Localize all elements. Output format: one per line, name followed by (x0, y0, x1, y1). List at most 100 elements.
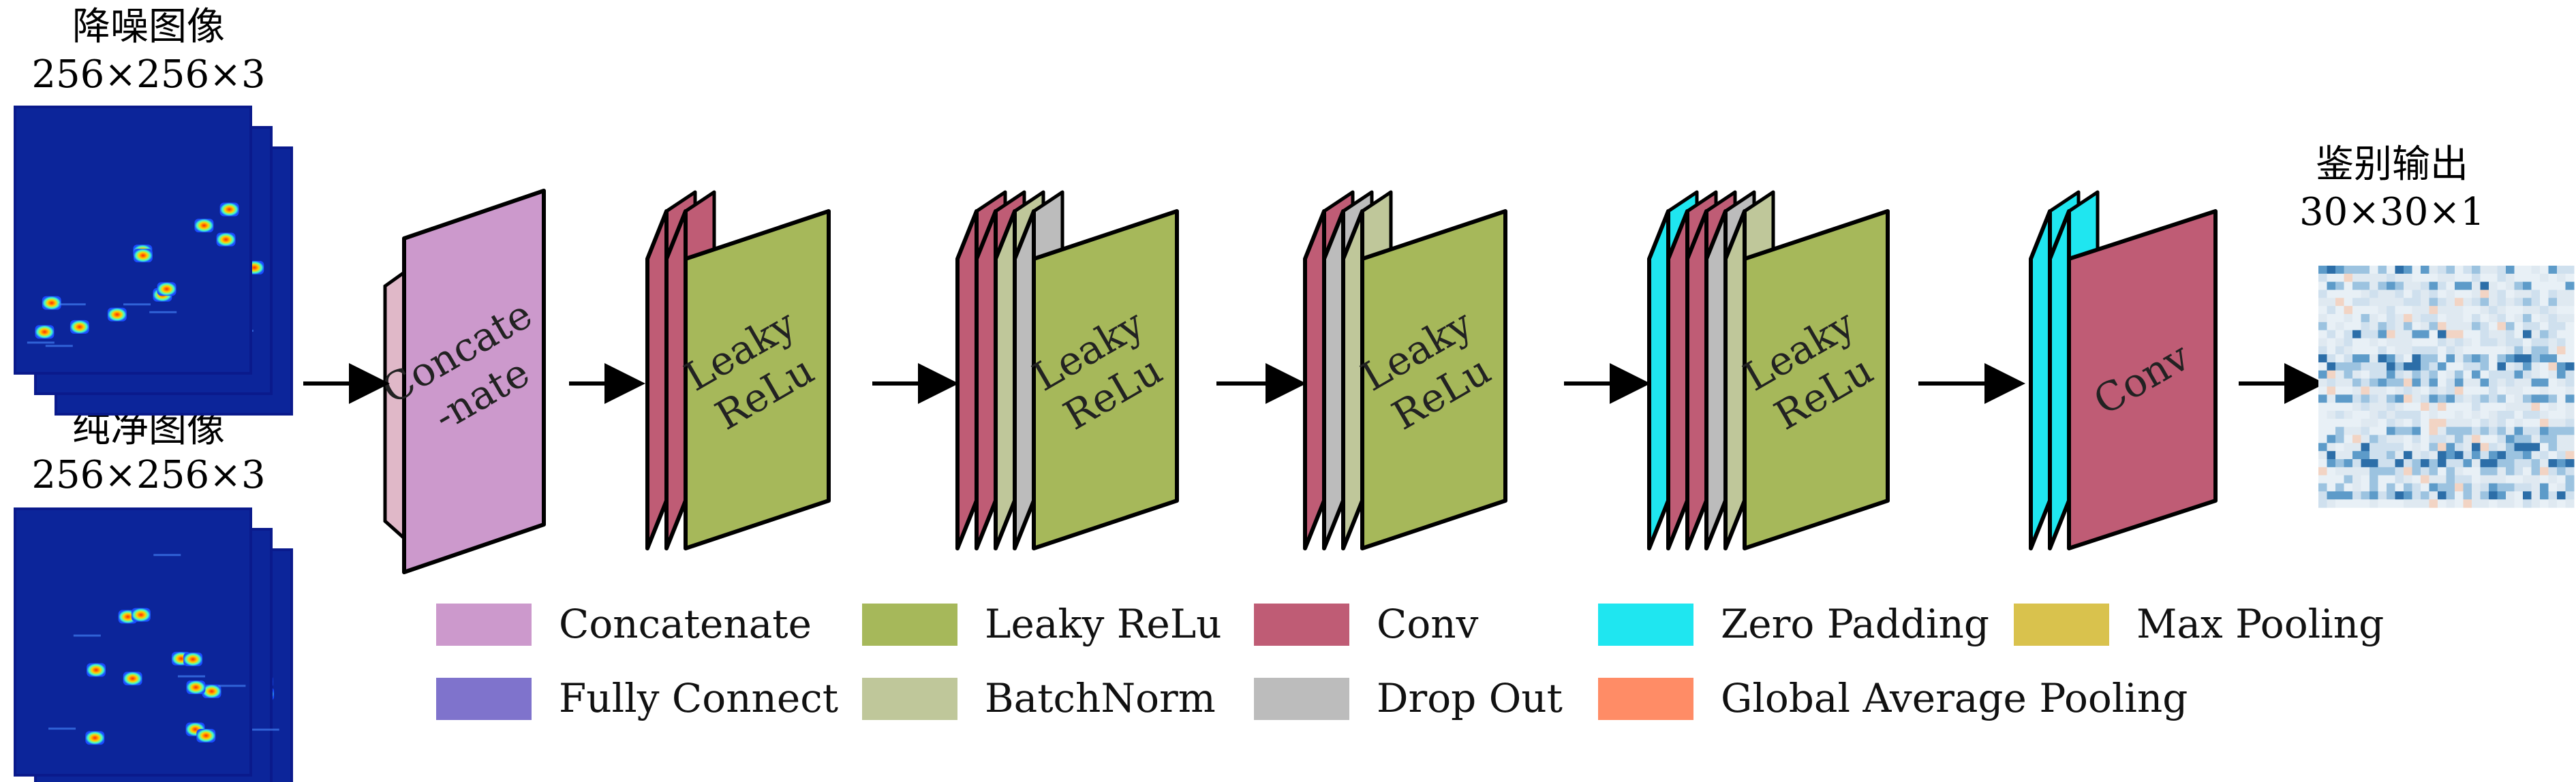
output-cell (2352, 338, 2361, 347)
output-cell (2378, 459, 2387, 468)
output-cell (2506, 394, 2515, 403)
output-cell (2557, 426, 2566, 435)
output-cell (2514, 499, 2524, 508)
output-cell (2514, 411, 2524, 420)
output-cell (2523, 370, 2532, 379)
output-cell (2565, 298, 2575, 307)
output-cell (2327, 475, 2336, 484)
output-cell (2455, 290, 2464, 298)
output-cell (2344, 273, 2353, 283)
output-cell (2378, 281, 2387, 290)
output-cell (2480, 322, 2489, 331)
output-cell (2506, 426, 2515, 435)
output-cell (2361, 298, 2370, 307)
legend-label: Global Average Pooling (1721, 675, 2188, 721)
output-cell (2497, 411, 2506, 420)
output-cell (2318, 322, 2327, 331)
output-cell (2531, 370, 2541, 379)
output-cell (2514, 354, 2524, 363)
output-cell (2548, 370, 2558, 379)
output-cell (2446, 411, 2455, 420)
output-cell (2318, 411, 2327, 420)
output-cell (2335, 403, 2344, 411)
output-cell (2480, 483, 2489, 492)
output-cell (2344, 403, 2353, 411)
output-cell (2557, 483, 2566, 492)
output-cell (2480, 435, 2489, 443)
output-cell (2514, 290, 2524, 298)
output-cell (2352, 266, 2361, 275)
output-cell (2327, 362, 2336, 371)
output-cell (2531, 346, 2541, 355)
output-cell (2361, 443, 2370, 452)
output-cell (2344, 475, 2353, 484)
output-cell (2446, 290, 2455, 298)
output-cell (2540, 298, 2549, 307)
output-cell (2404, 403, 2412, 411)
output-cell (2429, 459, 2438, 468)
output-cell (2318, 459, 2327, 468)
output-cell (2548, 378, 2558, 387)
output-cell (2557, 403, 2566, 411)
output-cell (2352, 322, 2361, 331)
output-cell (2506, 338, 2515, 347)
output-cell (2455, 451, 2464, 460)
output-cell (2489, 370, 2498, 379)
output-cell (2514, 338, 2524, 347)
output-cell (2352, 491, 2361, 500)
output-cell (2370, 298, 2378, 307)
output-cell (2429, 322, 2438, 331)
output-cell (2395, 266, 2404, 275)
output-cell (2557, 322, 2566, 331)
input-2-shape: 256×256×3 (31, 453, 265, 497)
output-cell (2506, 483, 2515, 492)
output-cell (2531, 418, 2541, 428)
output-cell (2412, 354, 2421, 363)
output-cell (2438, 273, 2447, 283)
output-cell (2421, 467, 2429, 476)
output-cell (2523, 362, 2532, 371)
output-cell (2540, 273, 2549, 283)
output-cell (2497, 354, 2506, 363)
output-cell (2378, 451, 2387, 460)
output-cell (2463, 298, 2472, 307)
output-cell (2318, 483, 2327, 492)
output-cell (2531, 273, 2541, 283)
output-cell (2344, 435, 2353, 443)
output-cell (2548, 411, 2558, 420)
legend-item: Fully Connect (436, 675, 838, 721)
output-cell (2523, 483, 2532, 492)
output-cell (2335, 362, 2344, 371)
output-cell (2506, 354, 2515, 363)
output-cell (2523, 475, 2532, 484)
output-cell (2489, 451, 2498, 460)
output-cell (2480, 298, 2489, 307)
output-cell (2523, 378, 2532, 387)
output-cell (2480, 354, 2489, 363)
output-cell (2497, 290, 2506, 298)
output-cell (2352, 354, 2361, 363)
output-cell (2455, 418, 2464, 428)
output-cell (2412, 330, 2421, 339)
output-cell (2455, 354, 2464, 363)
output-cell (2404, 418, 2412, 428)
output-cell (2514, 426, 2524, 435)
output-cell (2472, 411, 2481, 420)
legend-swatch (436, 604, 532, 646)
output-cell (2361, 451, 2370, 460)
output-cell (2531, 394, 2541, 403)
output-cell (2446, 273, 2455, 283)
output-cell (2557, 418, 2566, 428)
output-cell (2438, 281, 2447, 290)
output-cell (2327, 483, 2336, 492)
block-2-front: LeakyReLu (1025, 209, 1179, 550)
output-cell (2497, 322, 2506, 331)
output-cell (2318, 281, 2327, 290)
output-cell (2548, 290, 2558, 298)
output-cell (2421, 290, 2429, 298)
output-cell (2455, 426, 2464, 435)
output-cell (2404, 330, 2412, 339)
output-cell (2318, 273, 2327, 283)
output-cell (2455, 346, 2464, 355)
